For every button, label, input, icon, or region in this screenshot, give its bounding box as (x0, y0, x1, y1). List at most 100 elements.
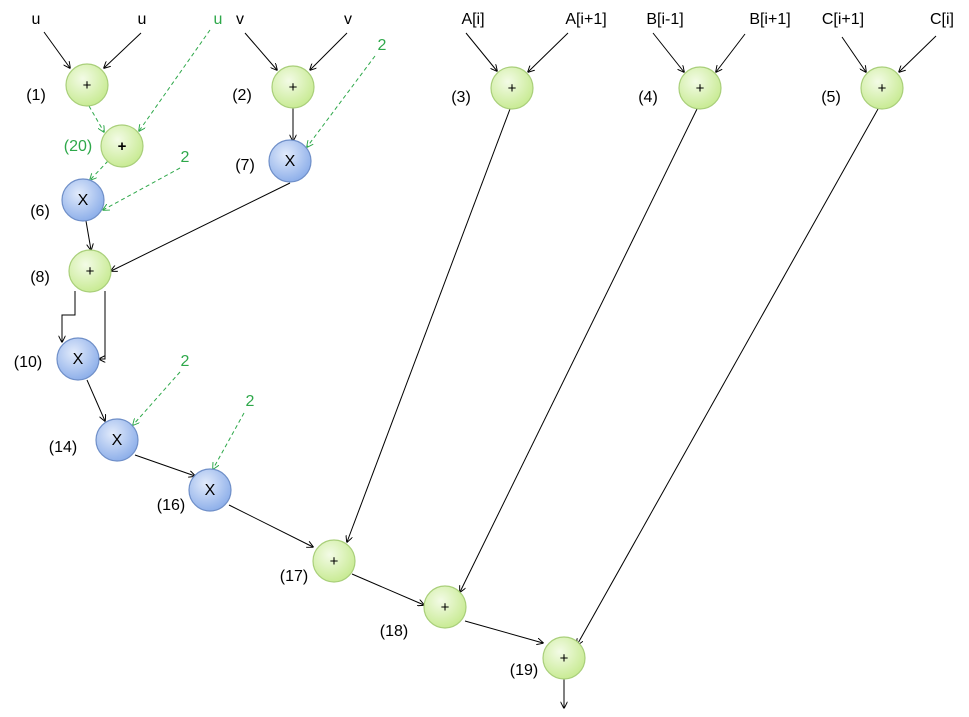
node-n19: + (19) (510, 636, 586, 680)
edge-ci1-to-n5 (841, 36, 866, 72)
const-two-d: 2 (246, 393, 255, 410)
add-node-circle-n2 (271, 65, 315, 109)
mul-node-circle-n7 (268, 139, 312, 183)
plus-symbol-n18: + (441, 599, 450, 616)
add-node-circle-n3 (490, 66, 534, 110)
edge-n4-to-n18 (460, 108, 698, 592)
input-label-b-i-plus-1: B[i+1] (749, 11, 790, 28)
plus-symbol-n17: + (330, 553, 339, 570)
node-label-n8: (8) (30, 269, 50, 286)
mul-node-circle-n6 (61, 178, 105, 222)
const-two-c: 2 (181, 353, 190, 370)
node-n20: + (20) (64, 124, 144, 168)
input-label-u-1: u (32, 11, 41, 28)
edge-n1-to-n20 (88, 105, 104, 132)
times-symbol-n16: X (205, 482, 216, 499)
input-label-a-i-plus-1: A[i+1] (565, 11, 606, 28)
node-label-n17: (17) (280, 568, 308, 585)
edge-n14-to-n16 (134, 454, 195, 476)
add-node-circle-n19 (542, 636, 586, 680)
plus-symbol-n4: + (696, 80, 705, 97)
add-node-circle-n8 (68, 249, 112, 293)
edge-v1-to-n2 (244, 32, 277, 70)
input-label-c-i: C[i] (930, 11, 954, 28)
edges-layer (43, 29, 937, 708)
node-n16: X(16) (157, 468, 232, 514)
input-label-u-2: u (138, 11, 147, 28)
edge-v2-to-n2 (310, 32, 348, 70)
edge-bi1-to-n4 (716, 33, 746, 72)
times-symbol-n7: X (285, 153, 296, 170)
edge-n10-to-n14 (86, 379, 105, 421)
const-two-b: 2 (181, 149, 190, 166)
node-n1: + (1) (26, 63, 109, 107)
edge-c2d-to-n16 (213, 412, 245, 469)
node-label-n14: (14) (49, 439, 77, 456)
node-label-n19: (19) (510, 662, 538, 679)
node-label-n18: (18) (380, 623, 408, 640)
plus-symbol-n19: + (560, 650, 569, 667)
edge-n17-to-n18 (351, 573, 424, 605)
edge-n5-to-n19 (577, 108, 879, 645)
edge-ci-to-n5 (899, 35, 937, 72)
node-n3: + (3) (451, 66, 534, 110)
edge-n16-to-n17 (228, 504, 313, 547)
plus-symbol-n20: + (118, 138, 127, 155)
plus-symbol-n1: + (83, 77, 92, 94)
mul-node-circle-n10 (56, 337, 100, 381)
times-symbol-n6: X (78, 192, 89, 209)
node-n7: X (7) (235, 139, 312, 183)
edge-n3-to-n17 (347, 108, 511, 542)
node-label-n20: (20) (64, 138, 92, 155)
edge-n8-to-n10-right (99, 291, 106, 359)
node-n5: +(5) (821, 66, 904, 110)
add-node-circle-n18 (423, 585, 467, 629)
edge-n20-to-n6 (90, 160, 109, 180)
edge-ai1-to-n3 (528, 32, 569, 72)
inputs-layer: u u u v v 2 2 2 2 A[i] A[i+1] B[i-1] B[i… (32, 11, 954, 410)
input-label-c-i-plus-1: C[i+1] (822, 11, 864, 28)
input-label-v-1: v (236, 11, 244, 28)
edge-ai-to-n3 (465, 32, 497, 71)
edge-c2b-to-n6 (103, 167, 181, 210)
edge-n6-to-n8 (85, 220, 91, 250)
node-n6: X (6) (30, 178, 105, 222)
edge-u2-to-n1 (104, 32, 142, 68)
node-label-n7: (7) (235, 157, 255, 174)
add-node-circle-n17 (312, 539, 356, 583)
node-n17: + (17) (280, 539, 356, 585)
edge-n7-to-n8 (111, 182, 291, 271)
node-label-n1: (1) (26, 87, 46, 104)
input-label-a-i: A[i] (461, 11, 484, 28)
edge-c2a-to-n7 (307, 55, 376, 147)
add-node-circle-n1 (65, 63, 109, 107)
input-label-u-3: u (214, 11, 223, 28)
node-n2: + (2) (232, 65, 315, 109)
plus-symbol-n2: + (289, 79, 298, 96)
node-label-n6: (6) (30, 203, 50, 220)
edge-n8-to-n10-left (62, 291, 76, 342)
node-label-n2: (2) (232, 87, 252, 104)
edge-u3-to-n20 (139, 29, 211, 131)
nodes-layer: +(1)+(2)+(3)+(4)+(5)+(20)X(6)X(7)+(8)X(1… (14, 63, 904, 680)
const-two-a: 2 (378, 37, 387, 54)
node-n18: + (18) (380, 585, 467, 640)
edge-u1-to-n1 (43, 31, 70, 68)
input-label-b-i-minus-1: B[i-1] (646, 11, 683, 28)
plus-symbol-n3: + (508, 80, 517, 97)
node-label-n5: (5) (821, 89, 841, 106)
times-symbol-n10: X (73, 351, 84, 368)
edge-n18-to-n19 (464, 620, 543, 643)
node-label-n3: (3) (451, 89, 471, 106)
node-n14: X(14) (49, 418, 139, 462)
edge-c2c-to-n14 (133, 371, 181, 425)
edge-bim1-to-n4 (652, 32, 684, 72)
add-node-circle-n4 (678, 66, 722, 110)
node-n4: +(4) (638, 66, 722, 110)
mul-node-circle-n16 (188, 468, 232, 512)
add-node-circle-n5 (860, 66, 904, 110)
node-n8: + (8) (30, 249, 112, 293)
plus-symbol-n8: + (86, 263, 95, 280)
add-node-circle-n20 (100, 124, 144, 168)
